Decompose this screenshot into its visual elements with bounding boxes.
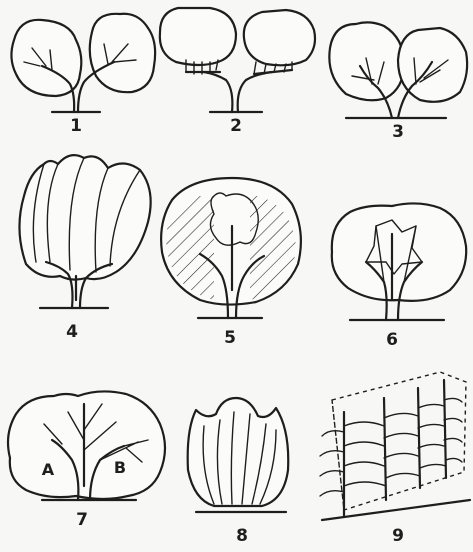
tree-2-trunk bbox=[204, 72, 272, 112]
figure-2-label: 2 bbox=[230, 118, 242, 135]
tree-figure-3 bbox=[329, 22, 467, 118]
tree-6-crown bbox=[332, 203, 466, 300]
tree-figure-7 bbox=[8, 391, 165, 500]
tree-figure-2 bbox=[160, 8, 315, 112]
tree-9-posts bbox=[344, 380, 446, 516]
figure-7-label: 7 bbox=[76, 512, 88, 529]
figure-7-branch-label-a: A bbox=[42, 462, 54, 478]
figure-6-label: 6 bbox=[386, 332, 398, 349]
tree-figure-6 bbox=[332, 203, 466, 320]
tree-1-right-crown bbox=[90, 14, 155, 92]
figure-4-label: 4 bbox=[66, 324, 78, 341]
figure-7-branch-label-b: B bbox=[114, 460, 126, 476]
figure-5-label: 5 bbox=[224, 330, 236, 347]
tree-figure-5 bbox=[150, 178, 316, 318]
tree-2-right-crown bbox=[244, 10, 315, 65]
figure-1-label: 1 bbox=[70, 118, 82, 135]
tree-figure-1 bbox=[11, 14, 155, 112]
tree-4-crown bbox=[19, 155, 150, 280]
figure-8-label: 8 bbox=[236, 528, 248, 545]
tree-2-left-crown bbox=[160, 8, 236, 65]
tree-7-crown bbox=[8, 391, 165, 499]
figure-9-label: 9 bbox=[392, 528, 404, 545]
tree-figure-8 bbox=[188, 398, 289, 512]
tree-figure-9 bbox=[320, 372, 470, 520]
figure-3-label: 3 bbox=[392, 124, 404, 141]
tree-figure-4 bbox=[19, 155, 150, 308]
